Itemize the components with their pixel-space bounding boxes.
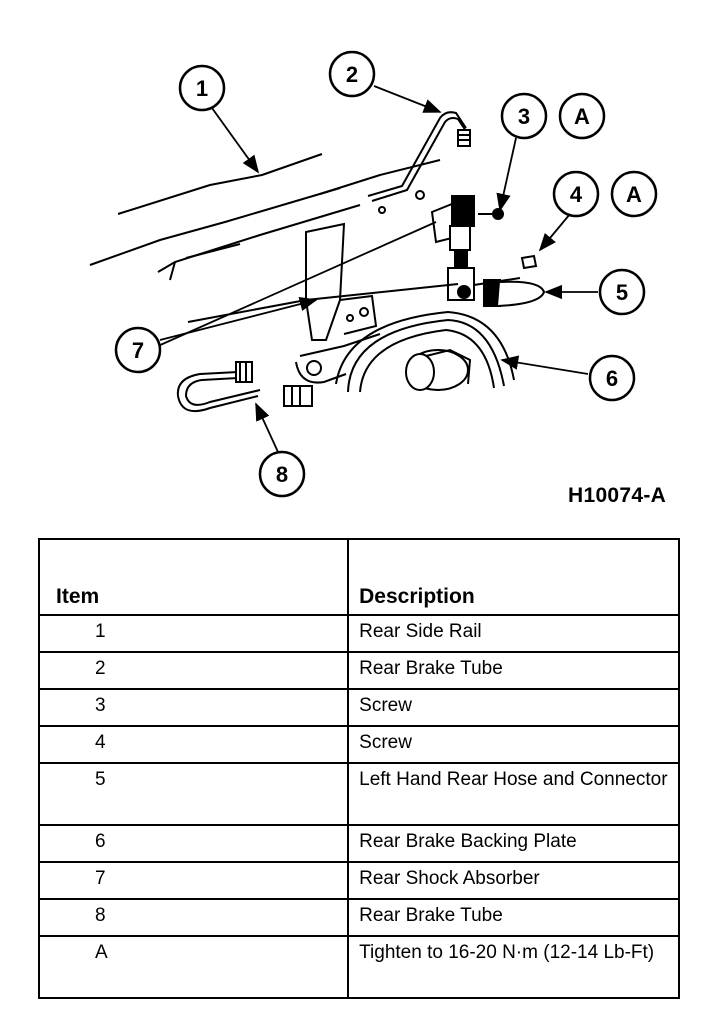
item-cell: 7 bbox=[37, 861, 350, 900]
lower-brake-tube bbox=[176, 361, 313, 412]
item-cell: 3 bbox=[37, 688, 350, 727]
item-cell: 5 bbox=[37, 762, 350, 826]
callout-1: 1 bbox=[178, 64, 226, 112]
table-row: 7 Rear Shock Absorber bbox=[37, 861, 680, 900]
svg-text:6: 6 bbox=[606, 366, 618, 391]
item-cell: 4 bbox=[37, 725, 350, 764]
callout-7: 7 bbox=[114, 326, 162, 374]
description-cell: Left Hand Rear Hose and Connector bbox=[347, 762, 680, 826]
description-header: Description bbox=[347, 538, 680, 616]
description-cell: Tighten to 16-20 N·m (12-14 Lb-Ft) bbox=[347, 935, 680, 999]
figure-id: H10074-A bbox=[568, 484, 667, 507]
item-header: Item bbox=[37, 538, 350, 616]
svg-text:1: 1 bbox=[196, 76, 208, 101]
callout-6: 6 bbox=[588, 354, 636, 402]
callout-2: 2 bbox=[328, 50, 376, 98]
svg-text:8: 8 bbox=[276, 462, 288, 487]
svg-text:A: A bbox=[626, 182, 642, 207]
svg-text:4: 4 bbox=[570, 182, 583, 207]
callout-a-3: A bbox=[558, 92, 606, 140]
table-row: 4 Screw bbox=[37, 725, 680, 764]
table-row: 2 Rear Brake Tube bbox=[37, 651, 680, 690]
description-cell: Rear Brake Backing Plate bbox=[347, 824, 680, 863]
rear-brake-backing-plate bbox=[335, 310, 515, 393]
item-cell: 1 bbox=[37, 614, 350, 653]
rear-shock-absorber bbox=[305, 222, 378, 341]
brake-assembly-diagram: 1 2 3 A 4 A 5 6 7 8 bbox=[89, 50, 658, 498]
legend-header-row: Item Description bbox=[37, 538, 680, 616]
item-cell: 2 bbox=[37, 651, 350, 690]
description-cell: Rear Brake Tube bbox=[347, 651, 680, 690]
legend-table: Item Description 1 Rear Side Rail 2 Rear… bbox=[37, 538, 680, 999]
leader-lines bbox=[157, 85, 598, 453]
description-cell: Screw bbox=[347, 688, 680, 727]
table-row: 8 Rear Brake Tube bbox=[37, 898, 680, 937]
junction-block bbox=[378, 190, 546, 307]
svg-text:3: 3 bbox=[518, 104, 530, 129]
description-cell: Rear Shock Absorber bbox=[347, 861, 680, 900]
description-cell: Screw bbox=[347, 725, 680, 764]
callout-8: 8 bbox=[258, 450, 306, 498]
description-cell: Rear Side Rail bbox=[347, 614, 680, 653]
svg-text:5: 5 bbox=[616, 280, 628, 305]
table-row: 3 Screw bbox=[37, 688, 680, 727]
item-cell: 6 bbox=[37, 824, 350, 863]
svg-text:A: A bbox=[574, 104, 590, 129]
table-row: 5 Left Hand Rear Hose and Connector bbox=[37, 762, 680, 826]
table-row: A Tighten to 16-20 N·m (12-14 Lb-Ft) bbox=[37, 935, 680, 999]
callout-a-4: A bbox=[610, 170, 658, 218]
svg-text:7: 7 bbox=[132, 338, 144, 363]
callout-5: 5 bbox=[598, 268, 646, 316]
rear-side-rail bbox=[89, 153, 441, 281]
item-cell: A bbox=[37, 935, 350, 999]
table-row: 1 Rear Side Rail bbox=[37, 614, 680, 653]
description-cell: Rear Brake Tube bbox=[347, 898, 680, 937]
item-cell: 8 bbox=[37, 898, 350, 937]
svg-text:2: 2 bbox=[346, 62, 358, 87]
upper-brake-tube bbox=[367, 111, 471, 202]
callout-3: 3 bbox=[500, 92, 548, 140]
callout-4: 4 bbox=[552, 170, 600, 218]
table-row: 6 Rear Brake Backing Plate bbox=[37, 824, 680, 863]
